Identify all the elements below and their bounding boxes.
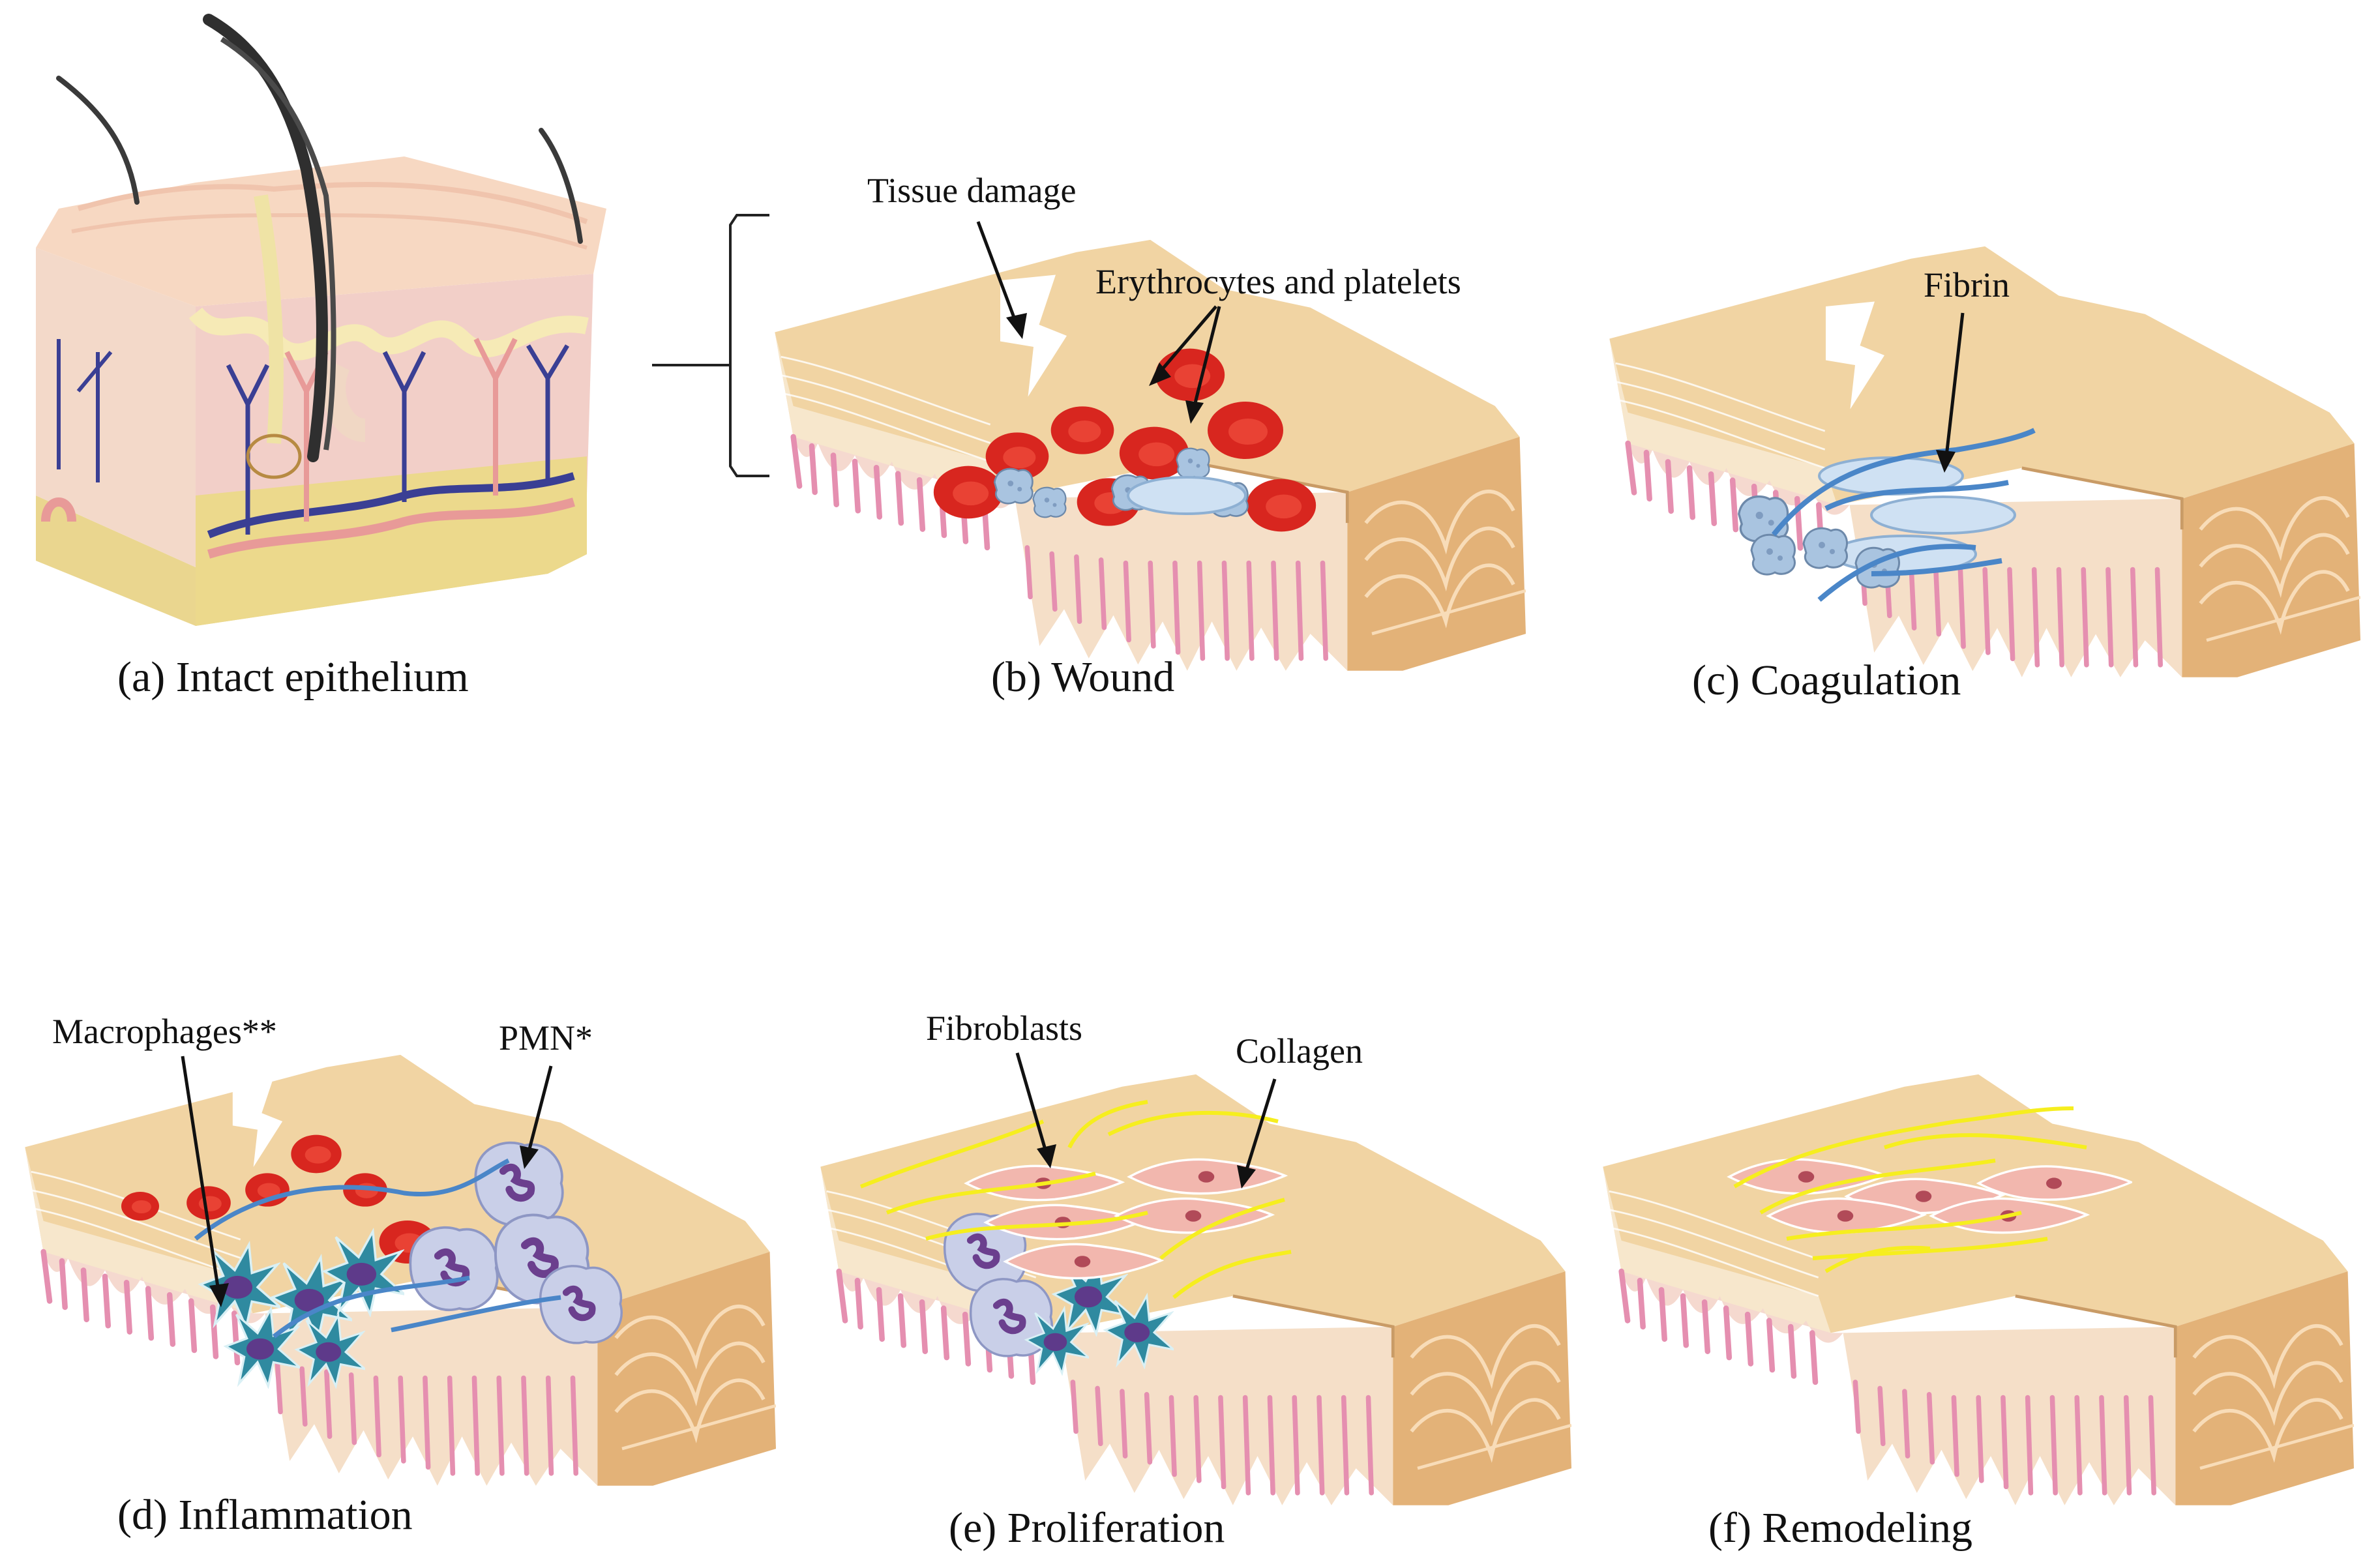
label-collagen: Collagen [1236,1031,1363,1071]
macrophages-annotation: Macrophages** [52,1012,277,1307]
panel-d: Macrophages** PMN* (d) Inflammation [25,1012,776,1539]
label-tissue-damage: Tissue damage [867,171,1077,210]
label-fibrin: Fibrin [1924,265,2010,304]
collagen-fiber-icon [859,1100,1292,1299]
hair-icon [56,14,583,462]
collagen-annotation: Collagen [1236,1031,1363,1189]
fibrin-annotation: Fibrin [1924,265,2010,473]
collagen-fiber-icon [1733,1106,2087,1273]
fibrin-strand-icon [194,1158,561,1339]
panel-c-caption: (c) Coagulation [1692,657,1961,704]
pmn-annotation: PMN* [499,1018,593,1169]
panel-a-caption: (a) Intact epithelium [117,653,469,701]
label-erythrocytes-platelets: Erythrocytes and platelets [1095,262,1461,301]
panel-e-caption: (e) Proliferation [949,1504,1225,1552]
tissue-block-icon [25,1055,776,1486]
fibroblasts-annotation: Fibroblasts [926,1009,1082,1168]
label-macrophages: Macrophages** [52,1012,277,1051]
panel-f: (f) Remodeling [1603,1074,2354,1552]
label-fibroblasts: Fibroblasts [926,1009,1082,1048]
panel-c: Fibrin (c) Coagulation [1609,246,2360,704]
panel-b-caption: (b) Wound [991,653,1174,701]
erythrocytes-annotation: Erythrocytes and platelets [1095,262,1461,424]
panel-e: Fibroblasts Collagen (e) Proliferation [820,1009,1571,1552]
tissue-block-icon [820,1074,1571,1505]
panel-b: Tissue damage Erythrocytes and platelets… [775,171,1526,701]
panel-a: (a) Intact epithelium [36,14,606,701]
panel-f-caption: (f) Remodeling [1708,1504,1972,1552]
fibrin-strand-icon [1771,428,2036,602]
label-pmn: PMN* [499,1018,593,1058]
tissue-block-icon [1609,246,2360,677]
panel-d-caption: (d) Inflammation [117,1491,413,1539]
tissue-block-icon [1603,1074,2354,1505]
bracket-connector [652,214,769,477]
tissue-damage-annotation: Tissue damage [867,171,1077,339]
